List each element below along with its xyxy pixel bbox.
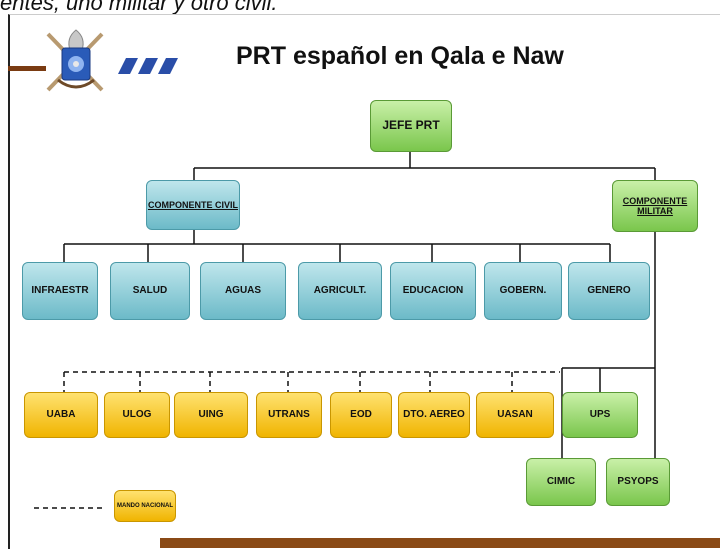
node-civil-infraestr: INFRAESTR [22, 262, 98, 320]
slide-title: PRT español en Qala e Naw [236, 42, 564, 70]
node-military-psyops: PSYOPS [606, 458, 670, 506]
node-componente-militar-label: COMPONENTE MILITAR [622, 195, 688, 216]
node-military-cimic: CIMIC [526, 458, 596, 506]
header-accent-bar [8, 66, 46, 71]
node-componente-civil: COMPONENTE CIVIL [146, 180, 240, 230]
emblem-logo [46, 29, 104, 92]
node-civil-gobern: GOBERN. [484, 262, 562, 320]
node-componente-militar: COMPONENTE MILITAR [612, 180, 698, 232]
node-civil-agricult: AGRICULT. [298, 262, 382, 320]
footer-accent-bar [160, 538, 720, 548]
node-national-utrans: UTRANS [256, 392, 322, 438]
legend-mando-nacional: MANDO NACIONAL [114, 490, 176, 522]
header-stripes [118, 58, 178, 74]
node-civil-genero: GENERO [568, 262, 650, 320]
node-civil-educacion: EDUCACION [390, 262, 476, 320]
node-national-ulog: ULOG [104, 392, 170, 438]
node-national-uing: UING [174, 392, 248, 438]
node-military-ups: UPS [562, 392, 638, 438]
node-civil-aguas: AGUAS [200, 262, 286, 320]
node-national-dto-aereo: DTO. AEREO [398, 392, 470, 438]
node-jefe-prt: JEFE PRT [370, 100, 452, 152]
node-national-uasan: UASAN [476, 392, 554, 438]
caption-text: entes, uno militar y otro civil. [0, 0, 278, 15]
node-civil-salud: SALUD [110, 262, 190, 320]
node-national-eod: EOD [330, 392, 392, 438]
node-componente-civil-label: COMPONENTE CIVIL [147, 199, 238, 210]
node-national-uaba: UABA [24, 392, 98, 438]
